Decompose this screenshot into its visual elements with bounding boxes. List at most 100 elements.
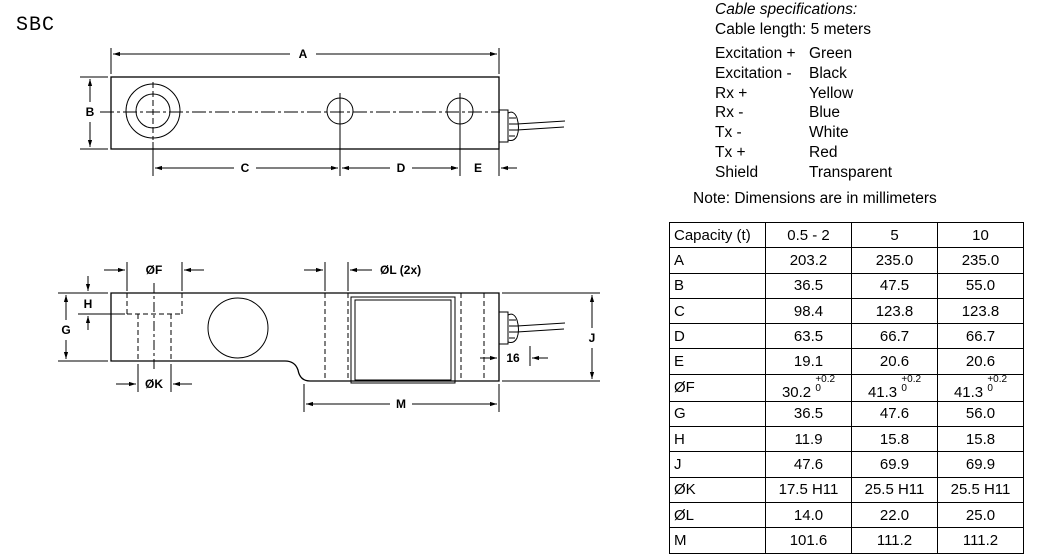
wire-color: Black	[809, 65, 847, 83]
table-cell: 66.7	[937, 323, 1024, 350]
cell-value: G	[674, 405, 686, 423]
table-cell: 20.6	[851, 348, 938, 375]
table-cell: 123.8	[937, 297, 1024, 325]
cell-value: 66.7	[965, 327, 996, 345]
wire-color: White	[809, 124, 849, 142]
cell-value: 69.9	[965, 456, 996, 474]
table-row: J 47.6 69.9 69.9	[669, 451, 1024, 478]
wire-row: Excitation -Black	[715, 64, 871, 84]
table-cell: ØF	[669, 373, 766, 402]
cell-value: B	[674, 277, 685, 295]
table-cell: 69.9	[851, 451, 938, 478]
wire-row: Excitation +Green	[715, 44, 871, 64]
tolerance-upper: +0.2	[987, 373, 1008, 385]
dim-label-d: D	[397, 161, 406, 175]
cell-value: 25.0	[965, 506, 996, 524]
table-cell: 47.6	[765, 451, 852, 478]
cell-value: 98.4	[793, 302, 824, 320]
table-header-cell: 10	[937, 221, 1024, 249]
table-header-cell: Capacity (t)	[669, 221, 766, 249]
cell-value: 25.5 H11	[950, 481, 1011, 499]
table-cell: 235.0	[937, 247, 1024, 274]
cell-value: 11.9	[794, 430, 823, 448]
cell-value: 123.8	[961, 302, 1000, 320]
cell-value: A	[674, 251, 685, 269]
table-cell: 123.8	[851, 297, 938, 325]
cell-value: 63.5	[793, 327, 824, 345]
table-cell: 36.5	[765, 400, 852, 428]
table-cell: 15.8	[851, 426, 938, 453]
cell-value: ØL	[674, 506, 695, 524]
cell-value: 36.5	[793, 405, 824, 423]
table-row: A 203.2 235.0 235.0	[669, 247, 1024, 274]
dim-label-l: ØL (2x)	[380, 263, 421, 277]
cell-value: 69.9	[879, 456, 910, 474]
table-cell: ØK	[669, 476, 766, 503]
model-title: SBC	[16, 14, 56, 37]
units-note: Note: Dimensions are in millimeters	[693, 190, 937, 207]
table-cell: H	[669, 426, 766, 453]
wire-color: Red	[809, 143, 838, 161]
cell-value: ØK	[674, 481, 696, 499]
dim-label-b: B	[86, 105, 95, 119]
cell-value: J	[674, 456, 682, 474]
table-cell: 63.5	[765, 323, 852, 350]
table-cell: 235.0	[851, 247, 938, 274]
dim-label-c: C	[241, 161, 250, 175]
wire-color: Transparent	[809, 163, 892, 181]
top-view	[80, 48, 566, 176]
table-cell: G	[669, 400, 766, 428]
table-cell: D	[669, 323, 766, 350]
table-cell: 36.5	[765, 272, 852, 299]
wire-row: Rx +Yellow	[715, 84, 871, 104]
table-cell: 11.9	[765, 426, 852, 453]
table-cell: 15.8	[937, 426, 1024, 453]
cell-value: 47.5	[879, 277, 910, 295]
dim-label-g: G	[61, 323, 70, 337]
dim-label-16: 16	[506, 351, 520, 365]
table-cell: J	[669, 451, 766, 478]
dim-label-k: ØK	[145, 377, 163, 391]
cell-value: 111.2	[876, 531, 913, 549]
tolerance-lower: 0	[815, 382, 821, 394]
table-cell: 111.2	[851, 527, 938, 554]
cell-value: 41.3	[867, 383, 898, 401]
cell-value: 20.6	[879, 353, 910, 371]
cell-value: 14.0	[793, 506, 824, 524]
cell-value: 25.5 H11	[864, 481, 925, 499]
cell-value: ØF	[674, 379, 695, 397]
cell-value: 235.0	[875, 251, 914, 269]
cell-value: 19.1	[793, 353, 824, 371]
cell-value: 55.0	[965, 277, 996, 295]
cell-value: M	[674, 531, 687, 549]
table-cell: 55.0	[937, 272, 1024, 299]
table-cell: ØL	[669, 501, 766, 529]
table-cell: M	[669, 527, 766, 554]
table-cell: 203.2	[765, 247, 852, 274]
table-cell: 25.5 H11	[937, 476, 1024, 503]
table-row: D 63.5 66.7 66.7	[669, 323, 1024, 350]
cell-value: 15.8	[965, 430, 996, 448]
cell-value: D	[674, 327, 685, 345]
table-cell: 17.5 H11	[765, 476, 852, 503]
cell-value: 111.2	[962, 531, 999, 549]
cell-value: 66.7	[879, 327, 910, 345]
table-cell: 47.6	[851, 400, 938, 428]
cell-value: 20.6	[965, 353, 996, 371]
cell-value: 5	[890, 226, 899, 244]
cable-spec-title: Cable specifications:	[715, 1, 858, 18]
table-cell: 25.5 H11	[851, 476, 938, 503]
wire-row: Rx -Blue	[715, 103, 871, 123]
cell-value: 47.6	[793, 456, 824, 474]
cell-value: 36.5	[793, 277, 824, 295]
dim-label-j: J	[589, 331, 596, 345]
table-header-cell: 0.5 - 2	[765, 221, 852, 249]
